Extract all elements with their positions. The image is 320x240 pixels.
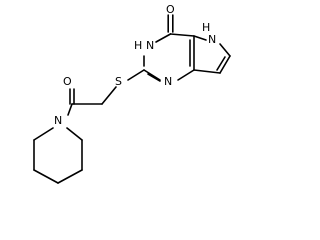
atom-o-amide: O [63, 75, 72, 88]
bond-n5-c6 [219, 43, 231, 57]
atom-n3: N [146, 39, 154, 52]
bond-c6-c7-double [216, 56, 226, 71]
bond-c5-npip [33, 127, 54, 141]
bond-c3-c4 [33, 169, 59, 184]
bond-c2-c3 [57, 169, 83, 184]
bond-c4a-n5 [193, 35, 207, 41]
bond-n1-c7a [177, 69, 195, 81]
bond-c7-c7a [193, 69, 221, 74]
bond-s-ch2 [101, 86, 117, 105]
bond-c6-c7 [219, 55, 231, 74]
atom-h-n3: H [134, 39, 142, 52]
atom-o-carbonyl: O [166, 3, 175, 16]
bond-c2-n1-double [147, 73, 161, 82]
atom-n-piperidine: N [54, 114, 62, 127]
bond-c2-s [127, 69, 145, 81]
bond-c4a-c4 [169, 33, 195, 37]
atom-s: S [115, 75, 122, 88]
atom-h-n5: H [202, 21, 210, 34]
bond-c4-n3 [155, 33, 172, 43]
bond-c2-n1 [143, 69, 161, 81]
bond-npip-c1 [66, 127, 83, 141]
bond-co-npip [67, 103, 73, 116]
structure-canvas: O H N H N S N O N [33, 3, 231, 184]
molecule-drawing: O H N H N S N O N [33, 3, 231, 184]
atom-n5: N [208, 33, 216, 46]
atom-n1: N [164, 75, 172, 88]
